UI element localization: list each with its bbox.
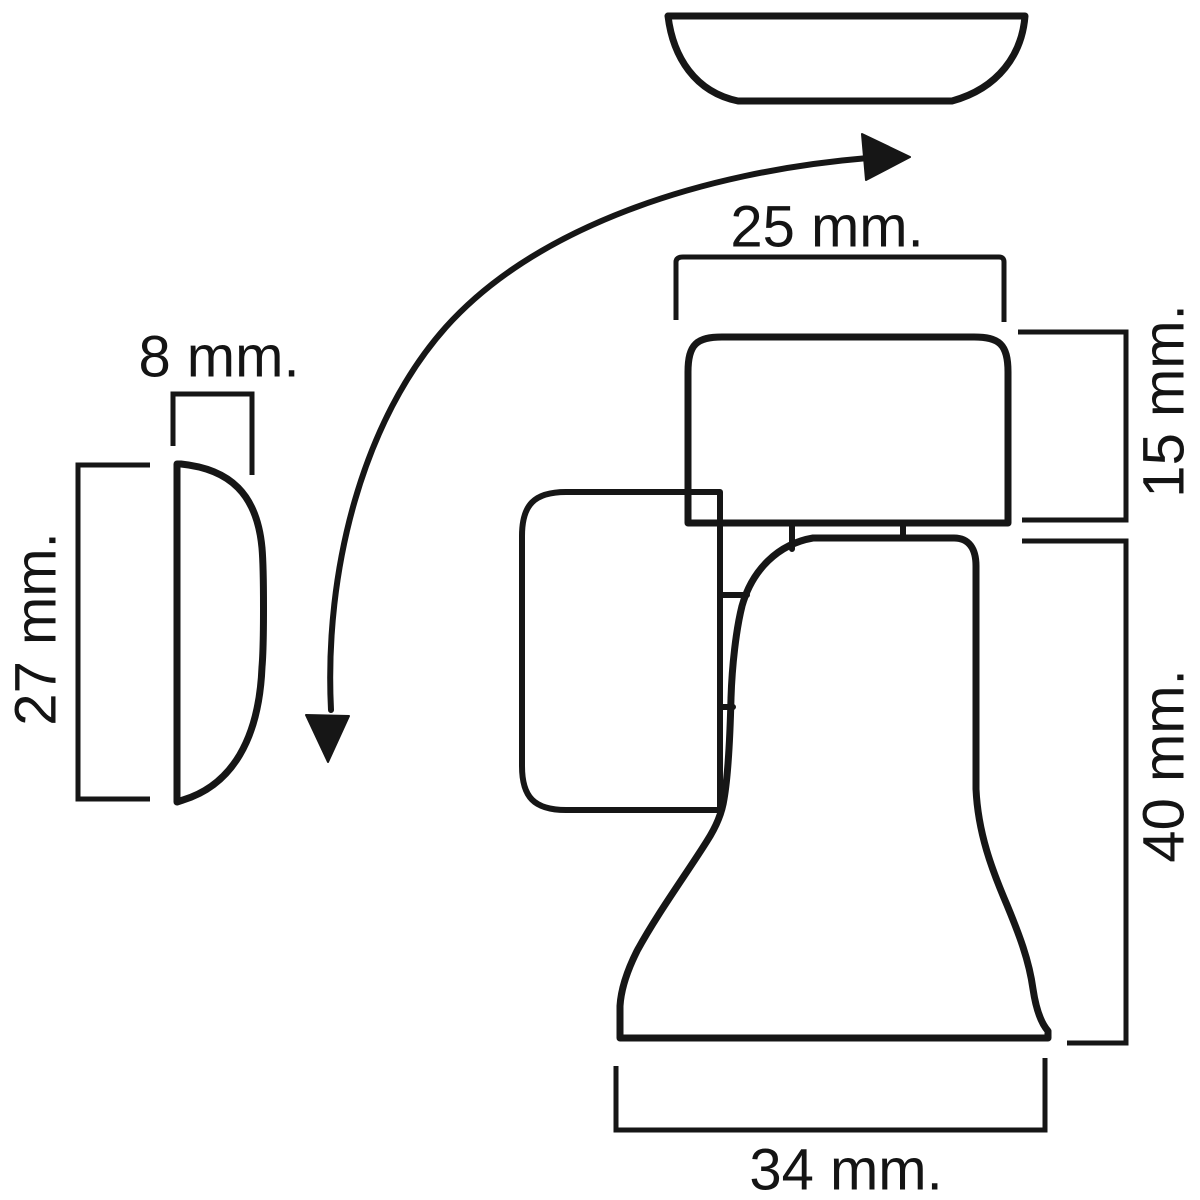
- keeper-side-view: [173, 460, 267, 806]
- dim-label-keeper-height: 27 mm.: [3, 532, 69, 726]
- dim-label-base-width: 34 mm.: [749, 1137, 943, 1200]
- dim-bracket-40mm: [1022, 538, 1129, 1046]
- doorstop-body-front-view: [616, 534, 1052, 1042]
- dim-bracket-15mm: [1018, 329, 1129, 523]
- dim-bracket-34mm: [613, 1058, 1048, 1133]
- rotation-arrow: [305, 133, 911, 763]
- dim-label-body-height: 40 mm.: [1131, 669, 1197, 863]
- dim-label-catch-height: 15 mm.: [1131, 304, 1197, 498]
- arrowhead-down-icon: [305, 714, 350, 763]
- dim-label-catch-width: 25 mm.: [730, 194, 924, 260]
- dim-bracket-8mm: [170, 391, 255, 475]
- keeper-plate-front-view: [519, 489, 750, 813]
- dim-label-keeper-thickness: 8 mm.: [138, 324, 300, 390]
- magnet-catch-front-view: [684, 333, 1012, 552]
- keeper-top-view: [664, 12, 1029, 105]
- arrowhead-right-icon: [861, 133, 911, 181]
- dim-bracket-27mm: [75, 462, 150, 802]
- dim-bracket-25mm: [673, 254, 1007, 322]
